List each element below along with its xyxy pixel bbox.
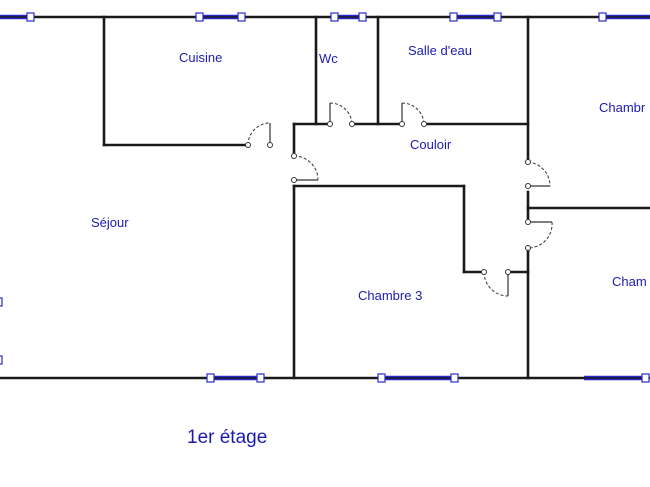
window-chambre3 (377, 373, 459, 383)
door-salle-eau (399, 102, 427, 127)
window-chambre-top-right (598, 12, 650, 22)
walls (0, 15, 650, 380)
room-label-chambre-top-right: Chambr (599, 100, 646, 115)
room-label-sejour: Séjour (91, 215, 129, 230)
room-label-cuisine: Cuisine (179, 50, 222, 65)
room-label-wc: Wc (319, 51, 338, 66)
door-chambre-top-right (525, 159, 551, 189)
window-salle-eau (449, 12, 502, 22)
doors (245, 102, 553, 297)
level-title: 1er étage (187, 427, 267, 448)
door-cuisine (245, 122, 273, 148)
window-sejour (206, 373, 265, 383)
window-top-left (0, 12, 35, 22)
door-chambre-bottom-right (525, 219, 553, 251)
window-cuisine (195, 12, 246, 22)
window-wc (330, 12, 367, 22)
door-chambre3 (481, 269, 511, 297)
window-sejour-left-wall (0, 297, 3, 365)
room-labels: Cuisine Wc Salle d'eau Chambr Couloir Sé… (91, 43, 647, 303)
room-label-chambre3: Chambre 3 (358, 288, 422, 303)
room-label-couloir: Couloir (410, 137, 452, 152)
room-label-salle-eau: Salle d'eau (408, 43, 472, 58)
room-label-chambre-bottom-right: Cham (612, 274, 647, 289)
door-sejour-couloir (291, 153, 319, 183)
window-chambre-bottom-right (584, 373, 650, 383)
door-wc (327, 102, 355, 127)
windows (0, 12, 650, 383)
